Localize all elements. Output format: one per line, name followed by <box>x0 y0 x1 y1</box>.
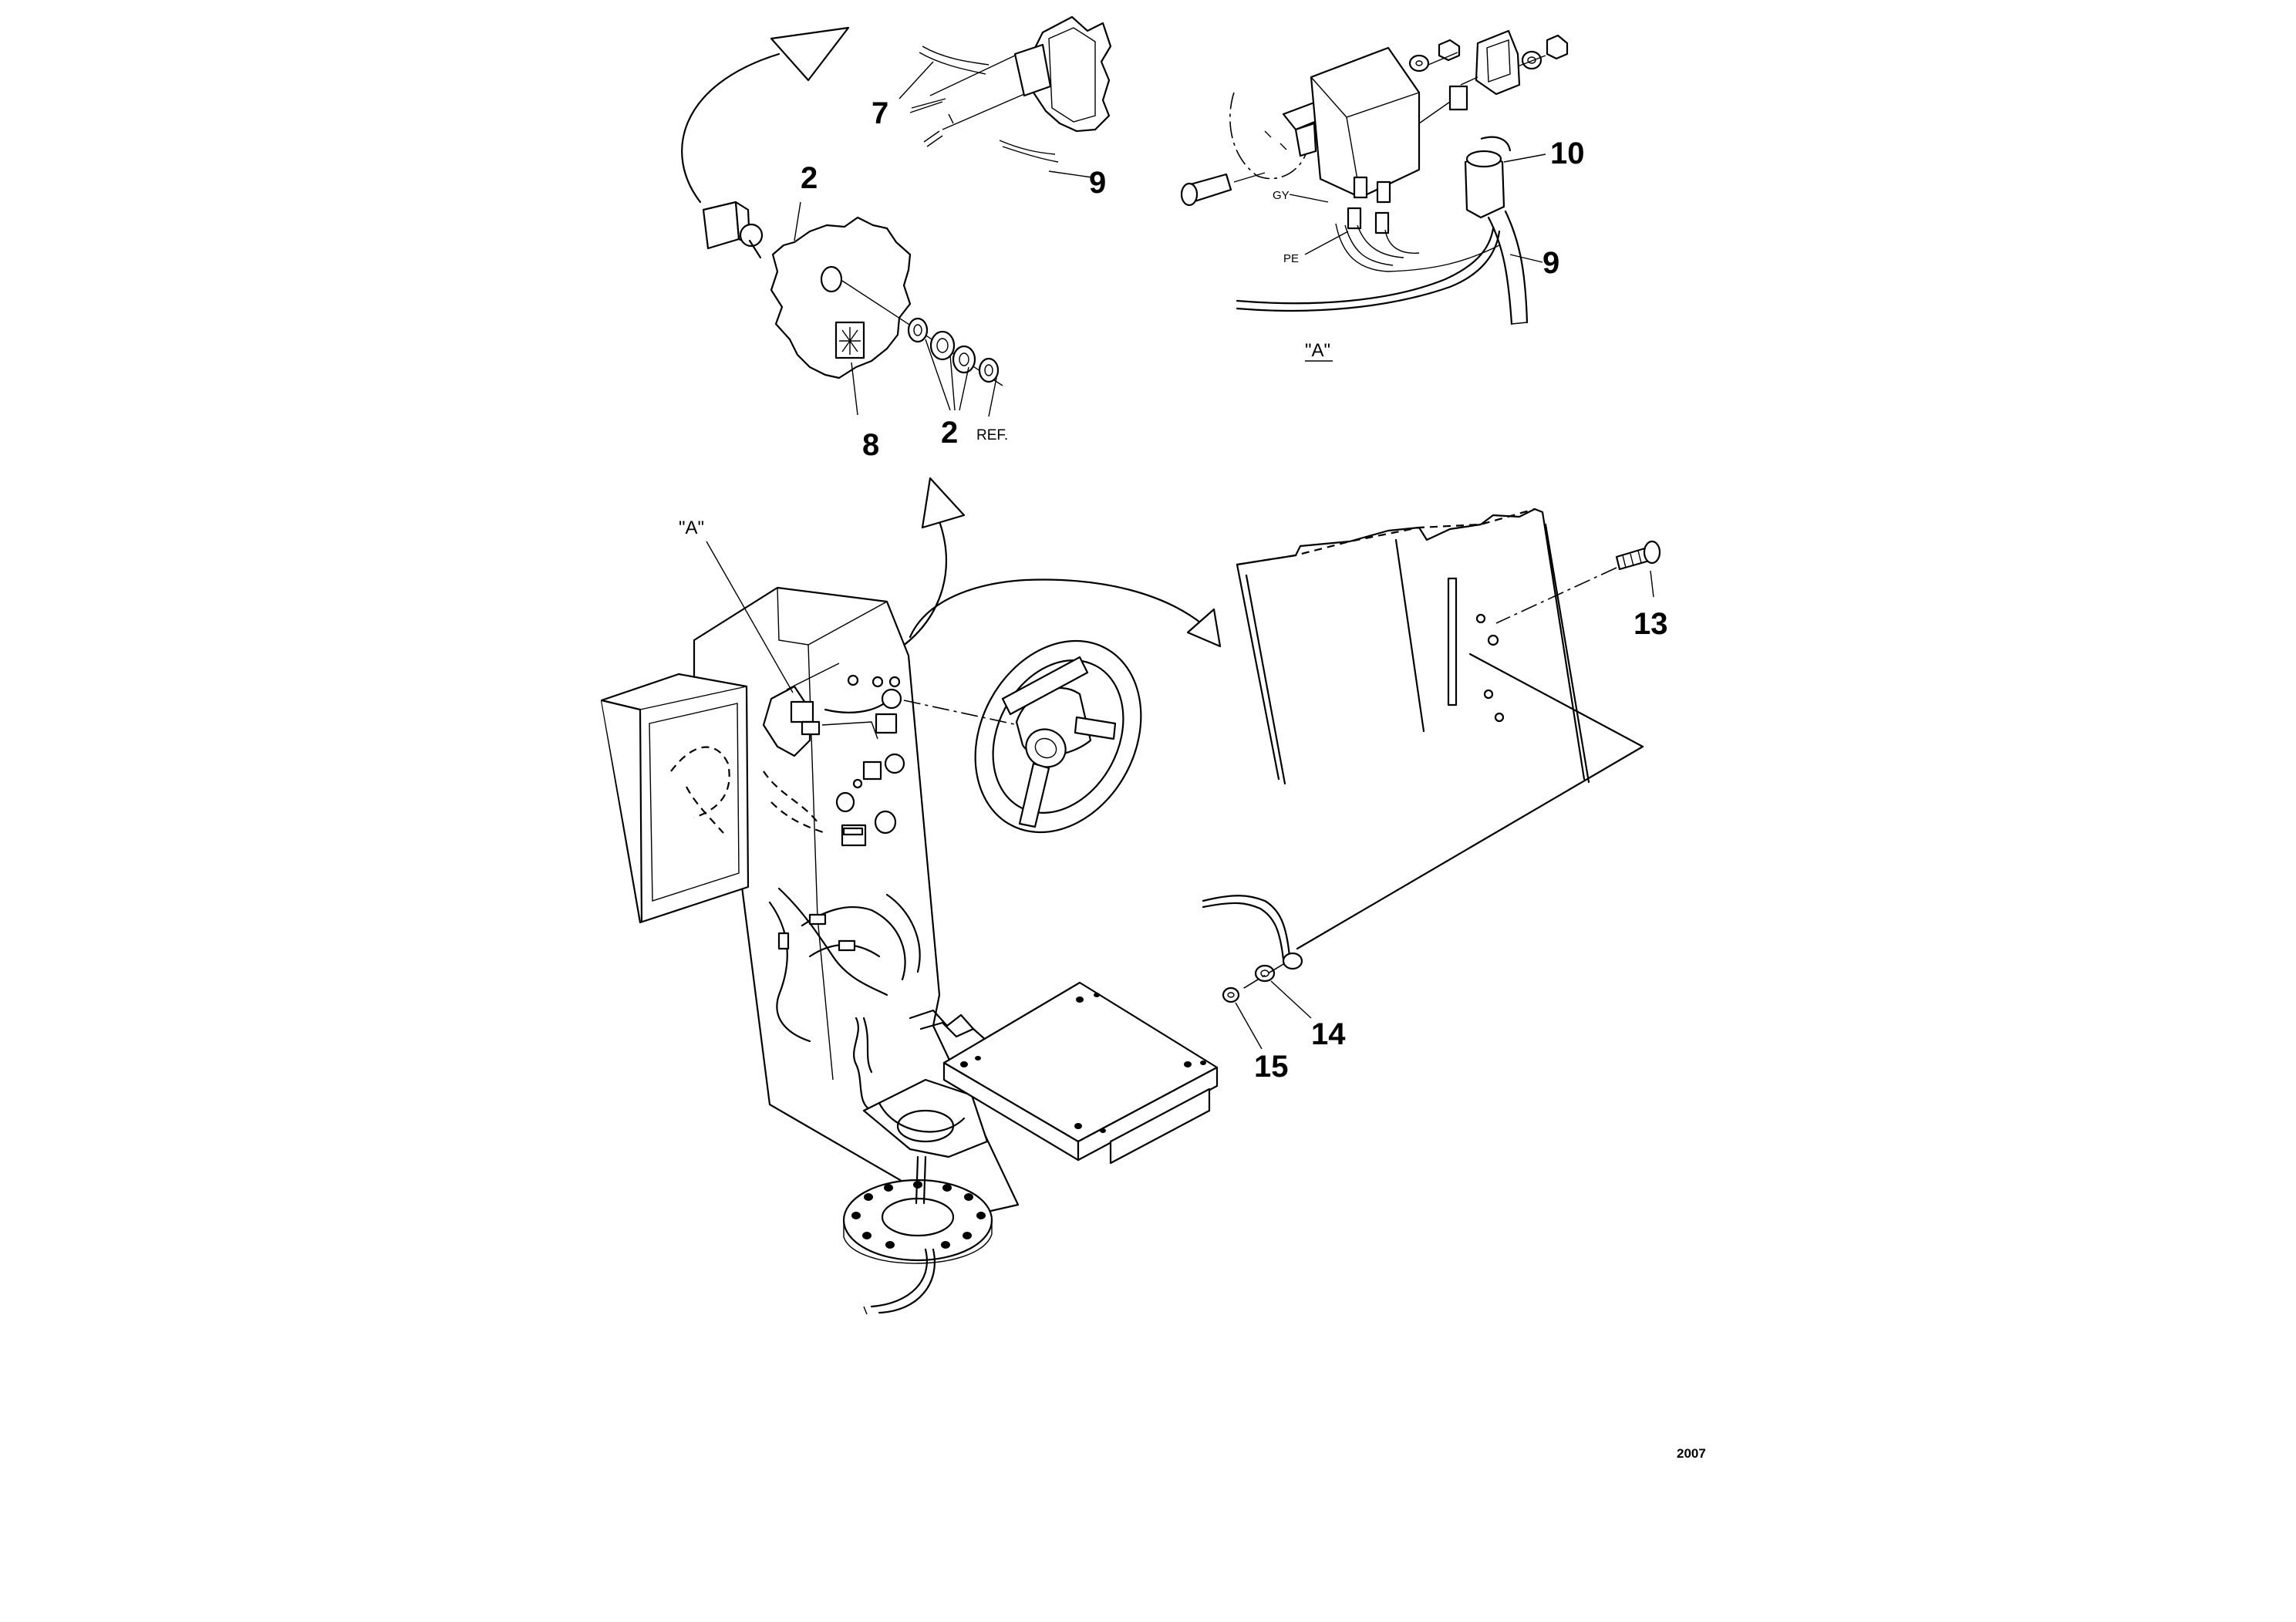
arrow-head <box>770 26 850 82</box>
callout-2-top: 2 <box>801 161 818 195</box>
callout-9-top: 9 <box>1089 166 1106 200</box>
view-a-title: "A" <box>1305 340 1330 361</box>
key-switch <box>702 201 764 259</box>
side-panel <box>1202 508 1661 1050</box>
right-arrow <box>909 578 1205 639</box>
upper-arrow <box>901 520 947 648</box>
view-a-detail <box>1180 29 1569 325</box>
callout-9-right: 9 <box>1542 246 1559 280</box>
key-switch-detail <box>681 15 1112 417</box>
callout-8: 8 <box>862 428 879 462</box>
plate-hole <box>820 265 843 293</box>
figure-number: 2007 <box>1677 1446 1706 1461</box>
callout-7: 7 <box>872 96 888 130</box>
bolt-13 <box>1615 540 1661 571</box>
steering-column-detail <box>909 15 1112 163</box>
callout-14: 14 <box>1311 1017 1346 1051</box>
callout-15: 15 <box>1254 1050 1289 1084</box>
washer-stack <box>907 317 1000 383</box>
callout-10: 10 <box>1550 137 1585 170</box>
callout-2-bottom: 2 <box>941 416 958 450</box>
detail-arrow <box>681 52 781 204</box>
ref-label: REF. <box>976 427 1008 443</box>
steering-wheel <box>974 639 1142 834</box>
wire-label-gy: GY <box>1273 189 1290 202</box>
console-assembly <box>600 477 1222 1315</box>
view-a-pointer: "A" <box>679 518 704 538</box>
callout-13: 13 <box>1633 607 1668 641</box>
mounting-plate <box>770 216 912 379</box>
wire-label-pe: PE <box>1283 252 1299 265</box>
